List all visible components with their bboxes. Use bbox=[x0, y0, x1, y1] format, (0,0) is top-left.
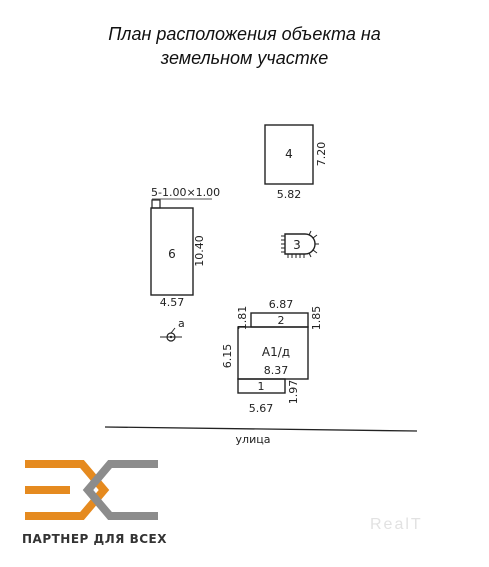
well-label: а bbox=[178, 317, 185, 330]
building-3-hatch bbox=[281, 230, 319, 258]
logo-gray-mark bbox=[82, 460, 158, 520]
building-2-right-dim: 1.85 bbox=[310, 306, 323, 331]
building-2: 2 6.87 1.81 1.85 bbox=[236, 298, 323, 330]
building-6-number: 6 bbox=[168, 247, 176, 261]
building-2-width: 6.87 bbox=[269, 298, 294, 311]
realt-watermark: RealT bbox=[370, 516, 423, 533]
building-3: 3 bbox=[281, 230, 319, 258]
building-3-outline bbox=[284, 233, 316, 255]
building-2-number: 2 bbox=[278, 314, 285, 327]
building-4: 4 5.82 7.20 bbox=[264, 124, 328, 201]
building-6-annex-label: 5-1.00×1.00 bbox=[151, 186, 220, 199]
building-4-outline bbox=[264, 124, 314, 185]
building-4-depth: 7.20 bbox=[315, 142, 328, 167]
building-6: 5-1.00×1.00 6 10.40 4.57 bbox=[150, 186, 220, 309]
main-house-width: 8.37 bbox=[264, 364, 289, 377]
building-6-annex bbox=[151, 199, 161, 209]
building-4-width: 5.82 bbox=[277, 188, 302, 201]
partner-text: ПАРТНЕР ДЛЯ ВСЕХ bbox=[22, 532, 167, 546]
street: улица bbox=[104, 426, 418, 446]
building-1-depth: 1.97 bbox=[287, 380, 300, 405]
plan-title-line1: План расположения объекта на bbox=[108, 24, 381, 44]
partner-logo bbox=[25, 460, 158, 520]
well-marker: а bbox=[160, 317, 185, 342]
building-6-width: 4.57 bbox=[160, 296, 185, 309]
main-house: А1/д 8.37 6.15 bbox=[221, 326, 309, 380]
building-4-number: 4 bbox=[285, 147, 293, 161]
well-leader bbox=[170, 327, 176, 334]
main-house-depth: 6.15 bbox=[221, 344, 234, 369]
building-6-depth: 10.40 bbox=[193, 235, 206, 267]
logo-orange-mark bbox=[25, 460, 110, 520]
building-1-number: 1 bbox=[258, 380, 265, 393]
plan-title-line2: земельном участке bbox=[160, 48, 329, 68]
building-2-left-dim: 1.81 bbox=[236, 306, 249, 331]
street-line bbox=[104, 426, 418, 432]
building-1-width: 5.67 bbox=[249, 402, 274, 415]
street-label: улица bbox=[236, 433, 271, 446]
building-3-number: 3 bbox=[293, 238, 301, 252]
main-house-label: А1/д bbox=[262, 345, 290, 359]
plan-title: План расположения объекта на земельном у… bbox=[0, 22, 489, 70]
building-1-outline bbox=[237, 378, 286, 394]
building-1: 1 5.67 1.97 bbox=[237, 378, 300, 415]
building-6-outline bbox=[150, 207, 194, 296]
